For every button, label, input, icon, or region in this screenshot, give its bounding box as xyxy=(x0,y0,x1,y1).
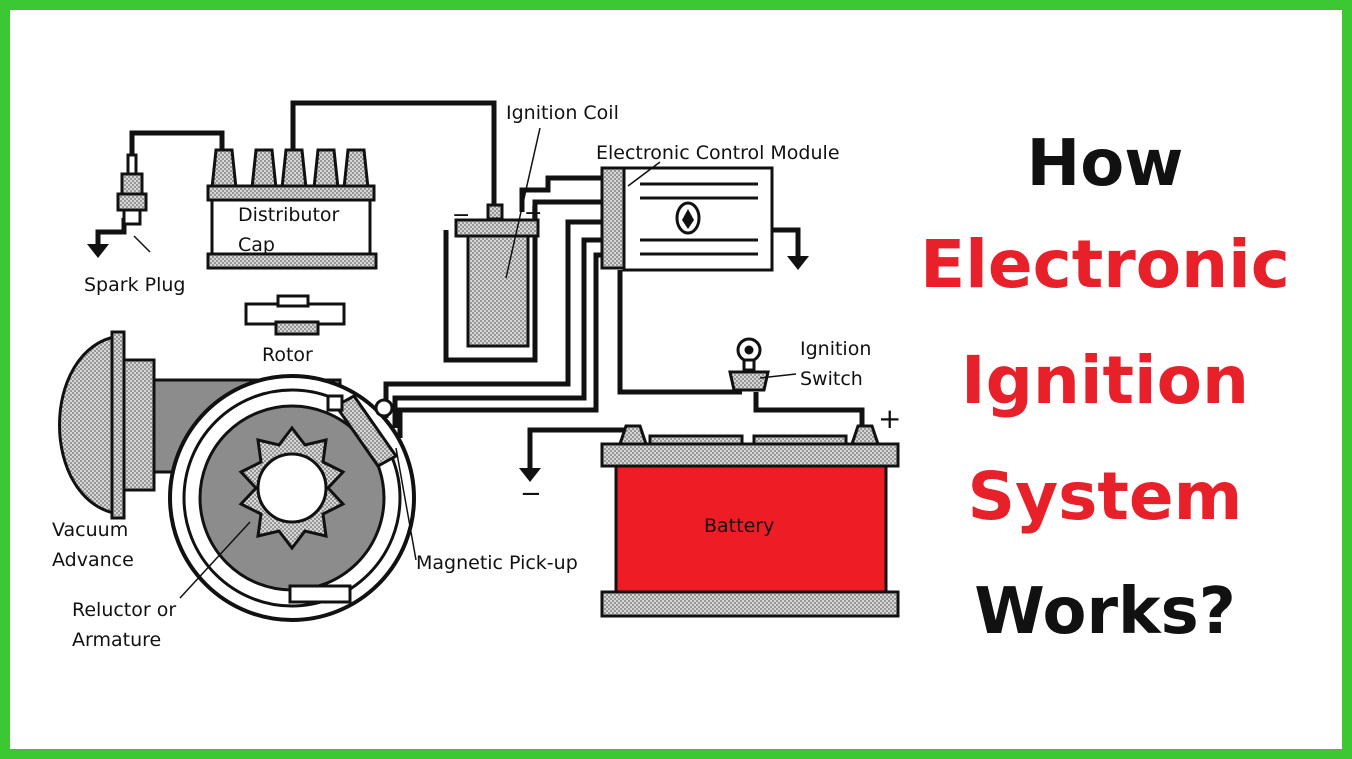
rotor xyxy=(244,294,346,336)
coil-positive-sign: + xyxy=(524,201,542,226)
title-electronic: Electronic xyxy=(920,226,1290,303)
title-ignition: Ignition xyxy=(961,342,1249,419)
label-electronic-control-module: Electronic Control Module xyxy=(596,142,840,164)
electronic-control-module xyxy=(600,166,774,272)
title-system: System xyxy=(967,458,1243,535)
spark-plug xyxy=(116,153,148,226)
ground-arrows xyxy=(87,244,809,482)
battery-negative-sign: − xyxy=(520,479,542,509)
ignition-coil xyxy=(454,203,540,348)
label-magnetic-pickup: Magnetic Pick-up xyxy=(416,552,578,574)
distributor-cap xyxy=(206,148,378,270)
label-advance: Advance xyxy=(52,549,134,571)
label-rotor: Rotor xyxy=(262,344,313,366)
label-battery: Battery xyxy=(704,515,774,537)
title-works: Works? xyxy=(974,575,1236,649)
reluctor-armature xyxy=(238,425,346,551)
label-spark-plug: Spark Plug xyxy=(84,274,185,296)
magnetic-pickup xyxy=(326,394,399,468)
battery-positive-sign: + xyxy=(878,402,901,435)
battery xyxy=(600,424,900,618)
leader-lines xyxy=(133,127,797,599)
label-switch: Switch xyxy=(800,368,863,390)
label-reluctor-or: Reluctor or xyxy=(72,599,176,621)
label-ignition-coil: Ignition Coil xyxy=(506,102,619,124)
label-armature: Armature xyxy=(72,629,161,651)
ignition-switch xyxy=(728,337,770,392)
label-distributor: Distributor xyxy=(238,204,340,226)
label-ignition: Ignition xyxy=(800,338,871,360)
label-cap: Cap xyxy=(238,234,275,256)
distributor-body xyxy=(168,374,416,622)
title-how: How xyxy=(1026,127,1184,201)
label-vacuum: Vacuum xyxy=(52,519,128,541)
coil-negative-sign: − xyxy=(452,203,470,228)
